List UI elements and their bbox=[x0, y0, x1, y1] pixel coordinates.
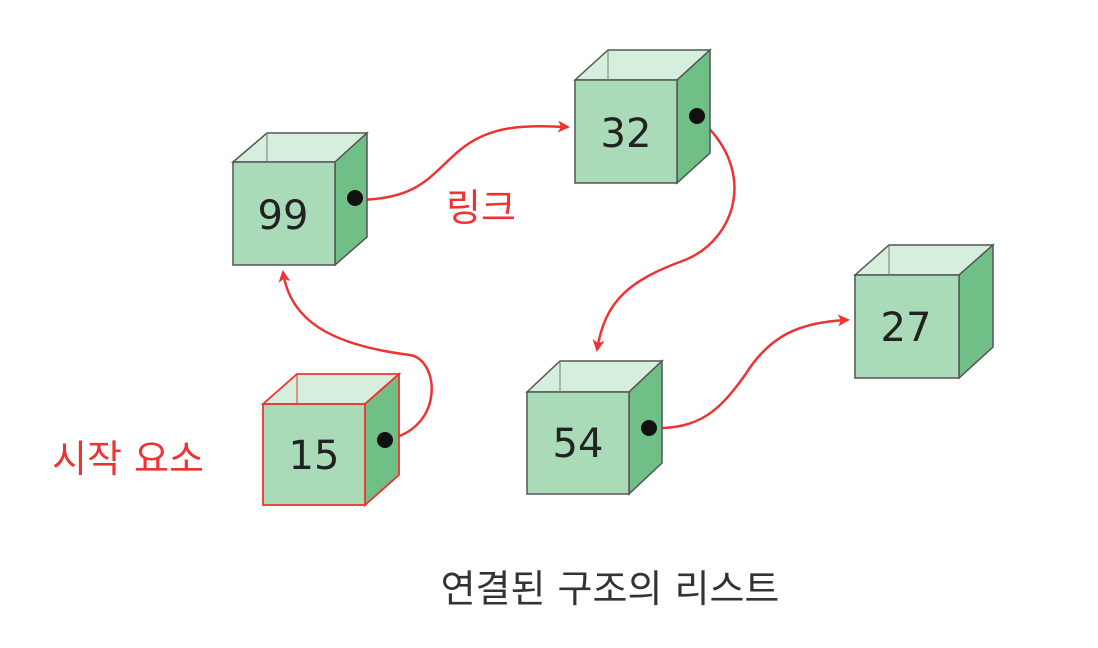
node-15-start: 15 bbox=[260, 372, 402, 507]
box-front-face bbox=[232, 161, 336, 266]
start-element-label: 시작 요소 bbox=[52, 437, 204, 481]
node-54: 54 bbox=[525, 359, 664, 496]
node-99: 99 bbox=[230, 131, 369, 267]
pointer-dot bbox=[689, 108, 705, 124]
link-label: 링크 bbox=[446, 186, 516, 230]
box-front-face bbox=[574, 79, 678, 184]
pointer-dot bbox=[377, 432, 393, 448]
node-value: 54 bbox=[553, 421, 604, 467]
box-front-face bbox=[262, 403, 366, 506]
pointer-dot bbox=[641, 420, 657, 436]
node-27: 27 bbox=[853, 243, 995, 380]
link-arrow-32-to-54 bbox=[592, 116, 736, 352]
node-value: 32 bbox=[601, 111, 652, 157]
link-arrow-99-to-32 bbox=[354, 120, 570, 202]
node-value: 15 bbox=[289, 433, 340, 479]
link-arrow-15-to-99 bbox=[278, 270, 433, 442]
link-arrow-54-to-27 bbox=[649, 314, 850, 430]
pointer-dot bbox=[347, 190, 363, 206]
box-front-face bbox=[526, 391, 630, 495]
box-front-face bbox=[854, 274, 960, 379]
diagram-caption: 연결된 구조의 리스트 bbox=[441, 567, 780, 611]
node-value: 27 bbox=[881, 305, 932, 351]
node-32: 32 bbox=[573, 48, 712, 185]
node-value: 99 bbox=[258, 193, 309, 239]
links bbox=[278, 116, 850, 442]
